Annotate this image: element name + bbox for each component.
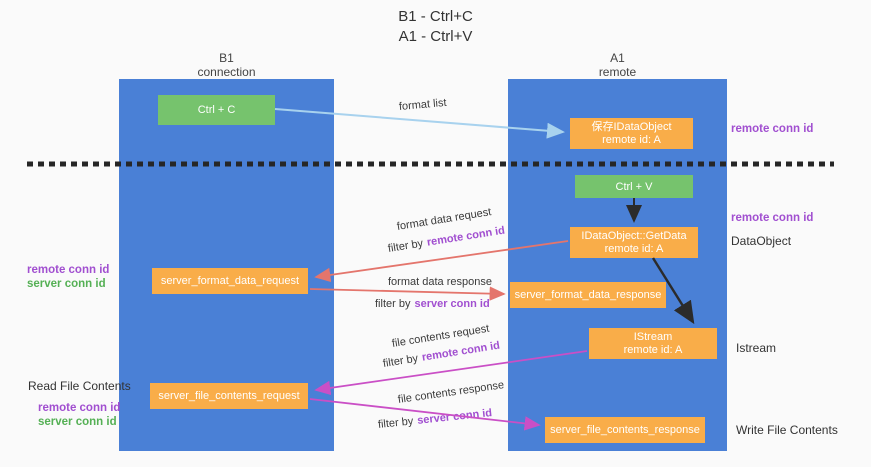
box-server-file-contents-response: server_file_contents_response [545, 417, 705, 443]
box-server-format-data-request-label: server_format_data_request [160, 275, 300, 287]
filter-by-text: filter by [377, 415, 414, 431]
label-conn-ids-left-2: remote conn id server conn id [38, 401, 120, 429]
box-server-format-data-request: server_format_data_request [152, 268, 308, 294]
label-conn-ids-left-1: remote conn id server conn id [27, 263, 109, 291]
box-server-format-data-response-label: server_format_data_response [514, 289, 662, 301]
box-save-idataobject-line1: 保存IDataObject [591, 120, 672, 133]
box-save-idataobject-line2: remote id: A [602, 133, 661, 146]
box-server-file-contents-request-label: server_file_contents_request [158, 390, 300, 402]
column-header-a1: A1 remote [508, 51, 727, 79]
box-istream-line2: remote id: A [623, 343, 683, 356]
column-b1-role: connection [197, 65, 256, 79]
arrow-format-data-response [309, 286, 506, 301]
box-ctrl-c-label: Ctrl + C [197, 104, 236, 116]
box-istream: IStream remote id: A [589, 328, 717, 359]
box-server-file-contents-response-label: server_file_contents_response [550, 424, 700, 436]
diagram-title: B1 - Ctrl+C A1 - Ctrl+V [0, 7, 871, 47]
title-line-2: A1 - Ctrl+V [398, 28, 473, 45]
filter-by-text: filter by [387, 237, 424, 255]
box-ctrl-v: Ctrl + V [575, 175, 693, 198]
label-remote-conn-id-right-1: remote conn id [731, 123, 814, 135]
box-server-format-data-response: server_format_data_response [510, 282, 666, 308]
label-read-file-contents: Read File Contents [28, 379, 131, 393]
box-save-idataobject: 保存IDataObject remote id: A [570, 118, 693, 149]
label-file-contents-response: file contents response [397, 379, 505, 406]
label-server-conn-id-left-2: server conn id [38, 416, 117, 428]
filter-key-server-conn-id: server conn id [414, 298, 490, 310]
box-ctrl-c: Ctrl + C [158, 95, 275, 125]
box-idataobject-getdata-line1: IDataObject::GetData [581, 229, 687, 242]
label-write-file-contents: Write File Contents [736, 423, 838, 437]
column-a1-name: A1 [610, 51, 625, 65]
column-a1-role: remote [598, 65, 637, 79]
label-istream: Istream [736, 341, 777, 355]
filter-key-remote-conn-id: remote conn id [426, 224, 506, 249]
box-ctrl-v-label: Ctrl + V [615, 180, 653, 193]
label-format-list: format list [398, 96, 448, 113]
filter-by-text: filter by [382, 352, 419, 370]
label-remote-conn-id-right-2: remote conn id [731, 212, 814, 224]
box-istream-line1: IStream [633, 330, 673, 343]
box-idataobject-getdata: IDataObject::GetData remote id: A [570, 227, 698, 258]
column-header-b1: B1 connection [119, 51, 334, 79]
filter-by-text: filter by [375, 298, 411, 310]
column-b1-name: B1 [219, 51, 234, 65]
title-line-1: B1 - Ctrl+C [398, 8, 473, 25]
box-idataobject-getdata-line2: remote id: A [604, 242, 664, 255]
label-remote-conn-id-left-1: remote conn id [27, 264, 110, 276]
box-server-file-contents-request: server_file_contents_request [150, 383, 308, 409]
label-server-conn-id-left-1: server conn id [27, 278, 106, 290]
filter-key-server-conn-id: server conn id [416, 407, 493, 427]
label-remote-conn-id-left-2: remote conn id [38, 402, 121, 414]
label-dataobject: DataObject [731, 234, 792, 248]
label-format-data-response: format data response [388, 276, 492, 288]
